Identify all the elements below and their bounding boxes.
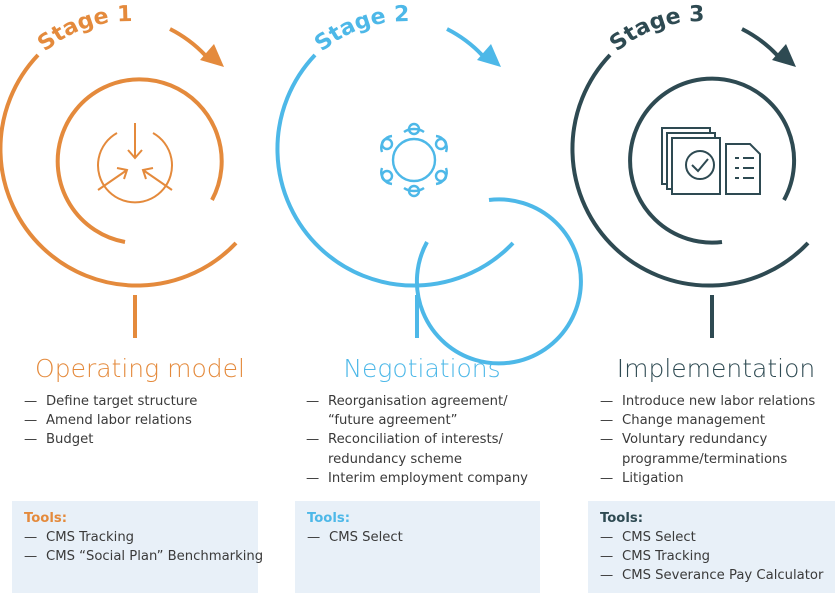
documents-checklist-icon: [661, 127, 761, 195]
stage-3-bullets: Introduce new labor relations Change man…: [600, 392, 840, 488]
stage-2-tools-box: Tools: CMS Select: [295, 501, 540, 593]
list-item: programme/terminations: [622, 451, 788, 467]
stage-1-top-arc: [169, 27, 207, 57]
stage-2-title: Negotiations: [343, 354, 501, 383]
stage-2-inner-arc: [414, 197, 583, 366]
stage-2-bullets: Reorganisation agreement/ “future agreem…: [306, 392, 546, 488]
tools-heading: Tools:: [24, 511, 68, 526]
stage-3-title: Implementation: [616, 354, 816, 383]
list-item: Define target structure: [24, 392, 264, 411]
stage-3-outer-arc: [570, 53, 810, 288]
stage-2-arrowhead: [477, 44, 501, 67]
tool-item: CMS Select: [307, 528, 528, 547]
tool-item: CMS Tracking: [600, 547, 823, 566]
list-item: Change management: [600, 411, 840, 430]
tool-item: CMS Tracking: [24, 528, 246, 547]
stage-3-arrowhead: [772, 44, 796, 67]
stage-3-top-arc: [741, 27, 779, 57]
list-item: Introduce new labor relations: [600, 392, 840, 411]
list-item: Reconciliation of interests/: [306, 430, 546, 449]
tool-item: CMS Severance Pay Calculator: [600, 566, 823, 585]
round-table-people-icon: [380, 122, 448, 198]
stage-2-column: Negotiations Reorganisation agreement/ “…: [292, 0, 552, 598]
converging-arrows-icon: [97, 123, 173, 204]
list-item: Amend labor relations: [24, 411, 264, 430]
stage-3-tools-box: Tools: CMS Select CMS Tracking CMS Sever…: [588, 501, 835, 593]
tools-heading: Tools:: [307, 511, 351, 526]
stage-3-column: Implementation Introduce new labor relat…: [586, 0, 840, 598]
list-item: redundancy scheme: [328, 451, 462, 467]
stage-1-arrowhead: [200, 44, 224, 67]
list-item: Reorganisation agreement/: [306, 392, 546, 411]
tool-item: CMS Select: [600, 528, 823, 547]
list-item: Voluntary redundancy: [600, 430, 840, 449]
stage-2-outer-arc: [275, 53, 515, 288]
stage-1-tools-box: Tools: CMS Tracking CMS “Social Plan” Be…: [12, 501, 263, 593]
stage-1-column: Operating model Define target structure …: [10, 0, 270, 598]
list-item: Interim employment company: [306, 469, 546, 488]
stage-1-inner-arc: [55, 77, 224, 244]
list-item: Budget: [24, 430, 264, 449]
tools-heading: Tools:: [600, 511, 644, 526]
stage-1-bullets: Define target structure Amend labor rela…: [24, 392, 264, 450]
tool-item: CMS “Social Plan” Benchmarking: [24, 547, 263, 566]
stage-1-title: Operating model: [35, 354, 245, 383]
stage-3-inner-arc: [628, 76, 797, 245]
stage-1-outer-arc: [0, 53, 238, 288]
list-item: “future agreement”: [328, 413, 458, 429]
stage-2-top-arc: [446, 27, 484, 57]
list-item: Litigation: [600, 469, 840, 488]
